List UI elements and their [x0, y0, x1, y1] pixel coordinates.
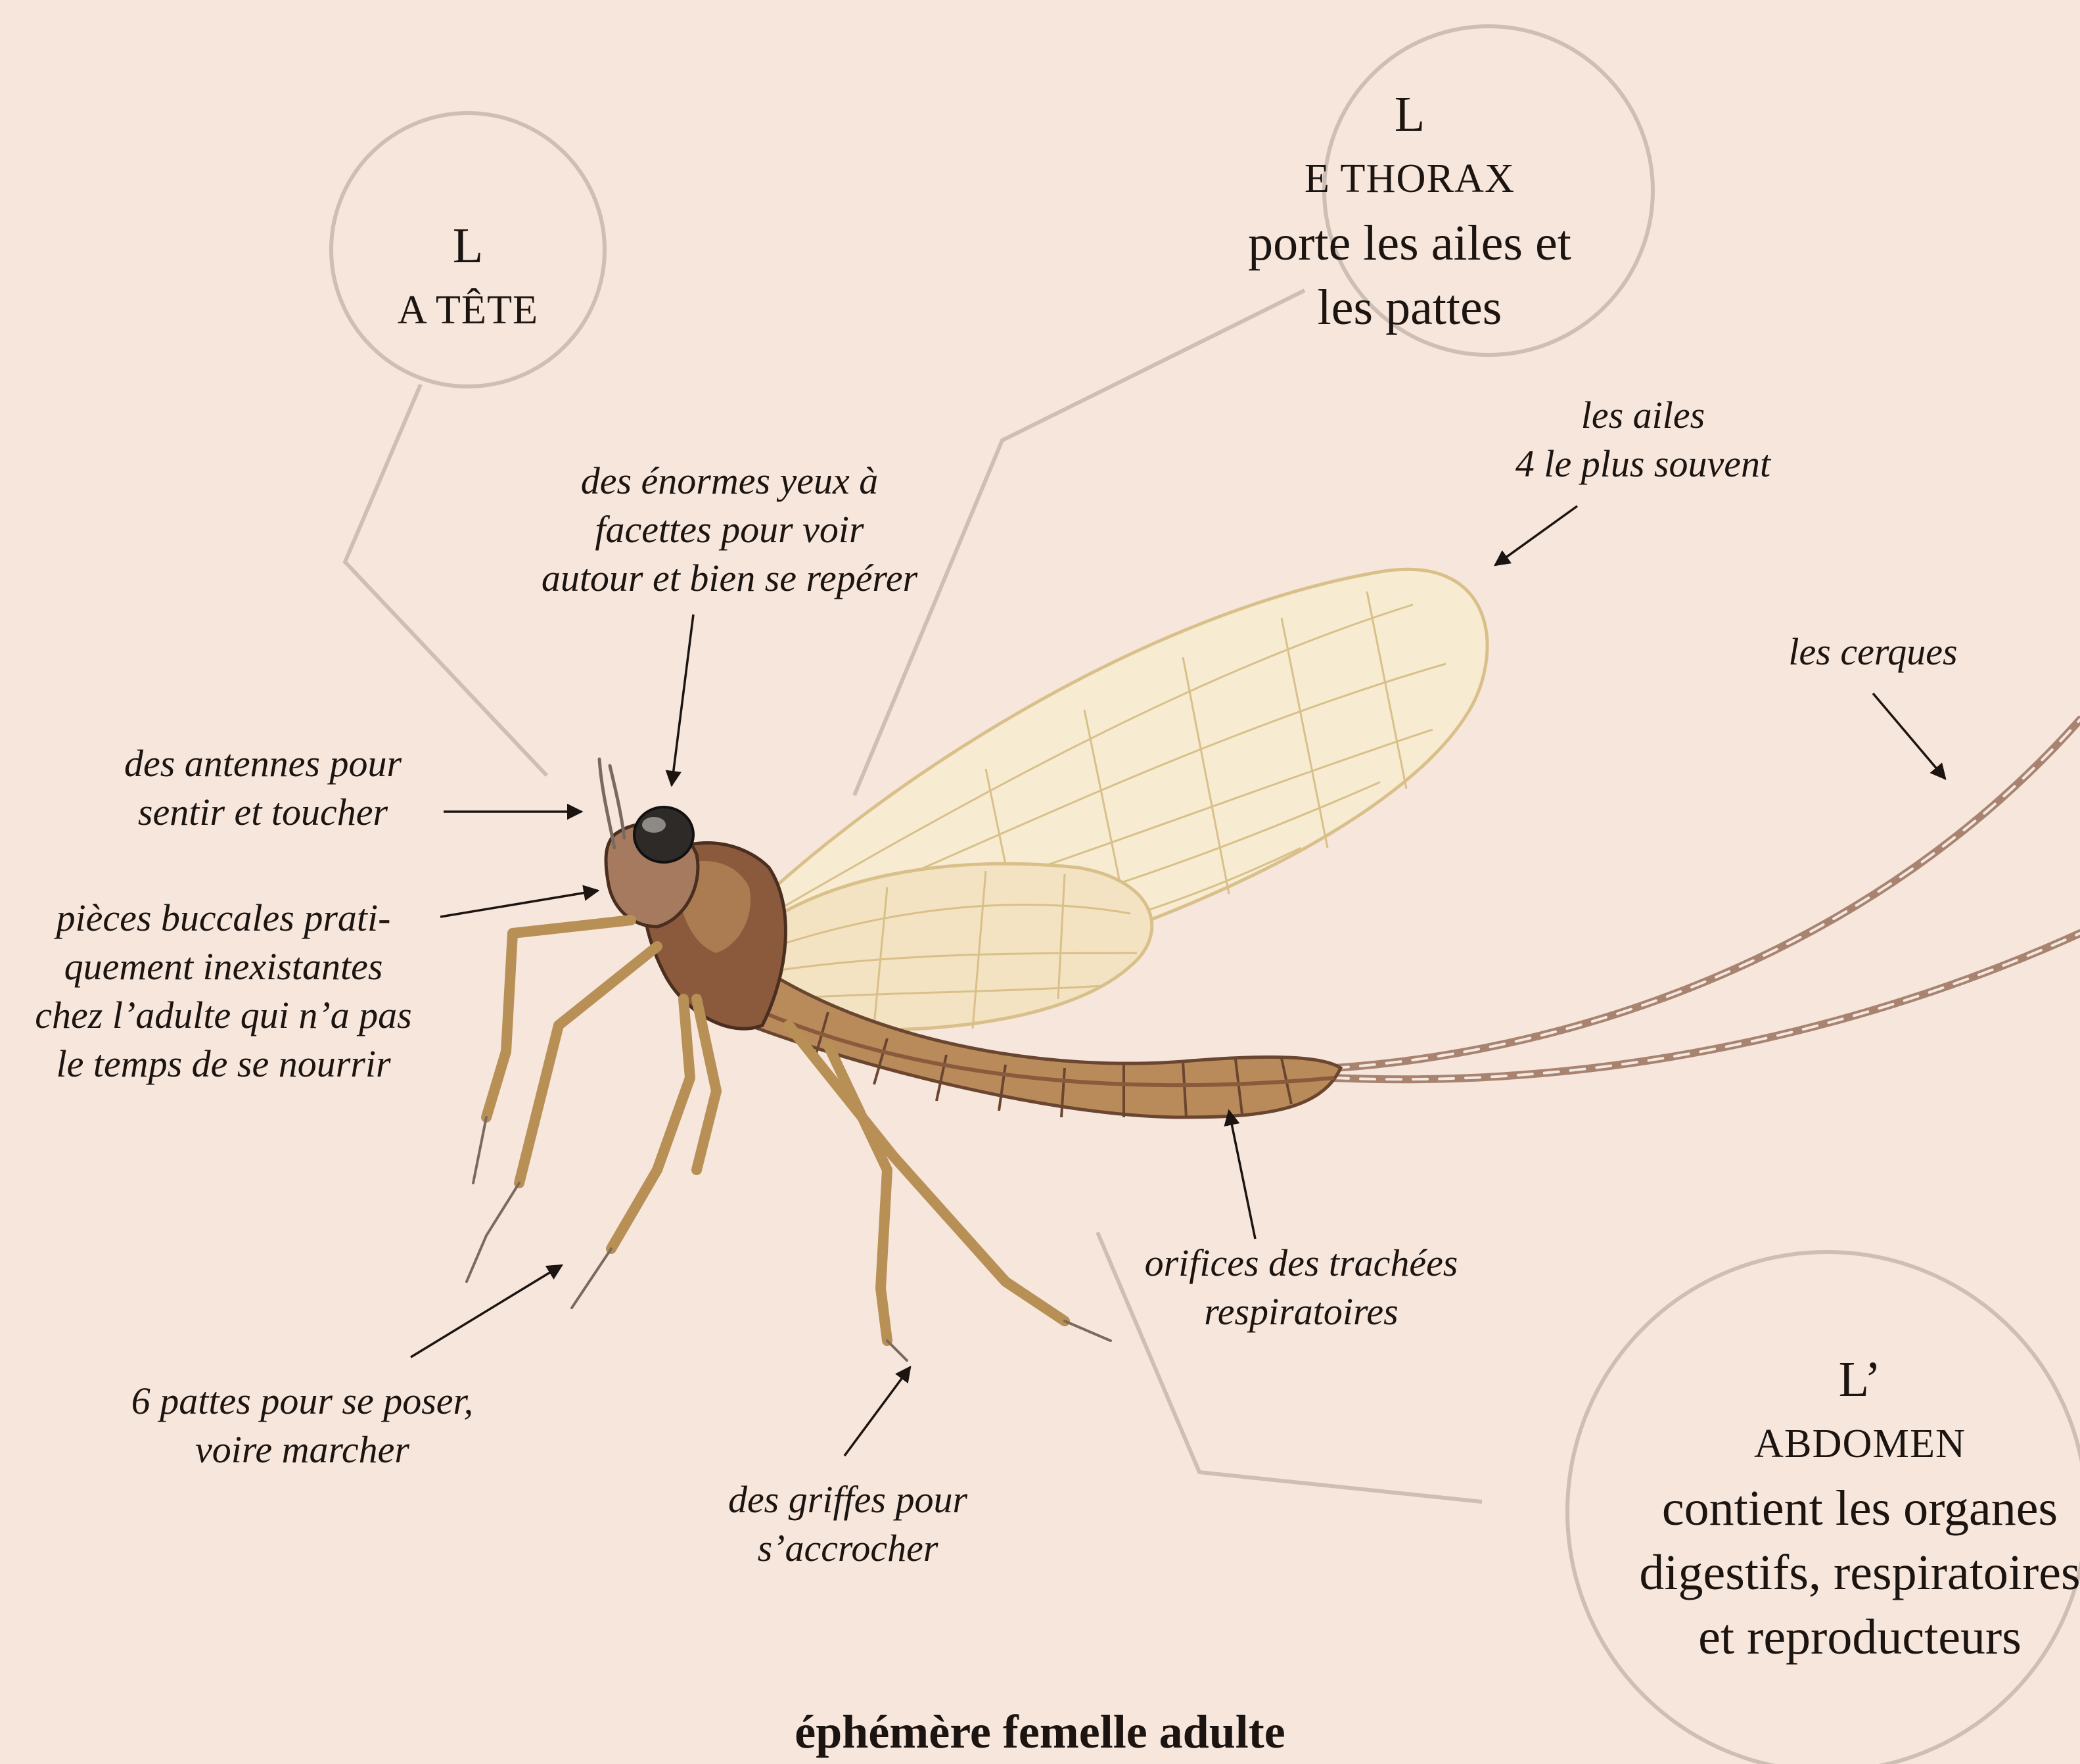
abdomen-title: L’ABDOMEN contient les organes digestifs…: [1577, 1347, 2080, 1669]
mouthparts-label: pièces buccales prati- quement inexistan…: [7, 894, 440, 1088]
mouthparts-arrow: [440, 891, 598, 917]
wings-arrow: [1495, 506, 1577, 565]
claws-label: des griffes pour s’accrocher: [683, 1475, 1012, 1573]
spiracles-arrow: [1229, 1111, 1255, 1239]
cerci-label: les cerques: [1774, 628, 1972, 676]
cerci-arrow: [1873, 693, 1945, 779]
eyes-label: des énormes yeux à facettes pour voir au…: [499, 457, 959, 603]
legs-arrow: [411, 1265, 562, 1357]
antennae-label: des antennes pour sentir et toucher: [79, 739, 447, 837]
cerci: [1334, 720, 2080, 1079]
legs-tarsi: [467, 1117, 1111, 1360]
figure-caption: éphémère femelle adulte: [0, 1702, 2080, 1761]
eye-highlight: [642, 817, 666, 833]
wings-label: les ailes 4 le plus souvent: [1446, 391, 1840, 488]
eyes-arrow: [672, 615, 693, 785]
spiracles-label: orifices des trachées respiratoires: [1111, 1239, 1492, 1336]
legs-label: 6 pattes pour se poser, voire marcher: [99, 1377, 506, 1474]
compound-eye: [634, 807, 693, 862]
claws-arrow: [844, 1367, 910, 1456]
